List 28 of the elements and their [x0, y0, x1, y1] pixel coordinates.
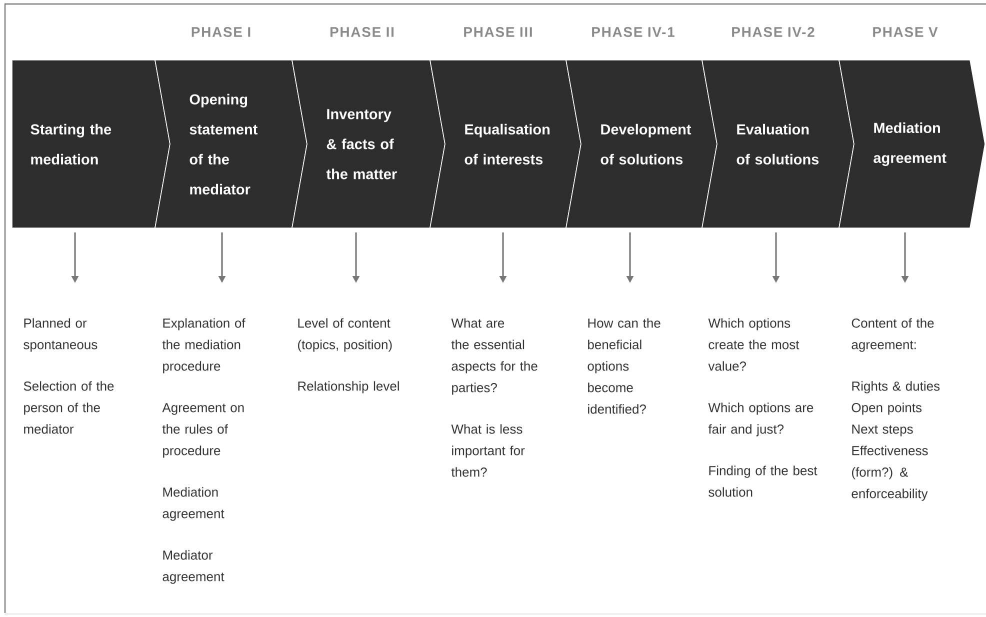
description-text: Which options are fair and just? [708, 402, 814, 436]
process-step: Mediation agreement [838, 60, 986, 228]
phase-label: PHASE IV-2 [732, 27, 814, 37]
description-text: Content of the agreement: [852, 318, 934, 352]
node-label: Mediation agreement [874, 122, 946, 166]
description-text: Next steps [852, 424, 913, 436]
description-text: Selection of the person of the mediator [24, 381, 114, 434]
phase-label: PHASE II [330, 27, 394, 37]
description-text: Rights & duties [852, 381, 940, 394]
description-text: How can the beneficial options become identified? [588, 318, 660, 414]
description-text: Mediator agreement [162, 550, 224, 584]
process-step: Starting the mediation [12, 60, 170, 228]
description-text: Level of content (topics, position) [298, 318, 392, 352]
description-text: What are the essential aspects for the parties? [451, 318, 538, 395]
phase-label: PHASE I [192, 27, 250, 37]
description-text: Finding of the best solution [708, 466, 818, 497]
description-text: Mediation agreement [162, 487, 224, 521]
description-text: Explanation of the mediation procedure [162, 318, 246, 374]
phase-label: PHASE V [873, 27, 938, 37]
description-text: Effectiveness (form?) & enforceability [852, 446, 928, 501]
description-text: Open points [852, 402, 922, 415]
description-text: What is less important for them? [451, 424, 525, 477]
description-text: Agreement on the rules of procedure [162, 403, 244, 458]
description-text: Relationship level [298, 381, 399, 394]
phase-label: PHASE III [464, 27, 532, 37]
description-text: Which options create the most value? [708, 318, 800, 371]
phase-label: PHASE IV-1 [592, 27, 674, 37]
description-text: Planned or spontaneous [24, 318, 98, 352]
